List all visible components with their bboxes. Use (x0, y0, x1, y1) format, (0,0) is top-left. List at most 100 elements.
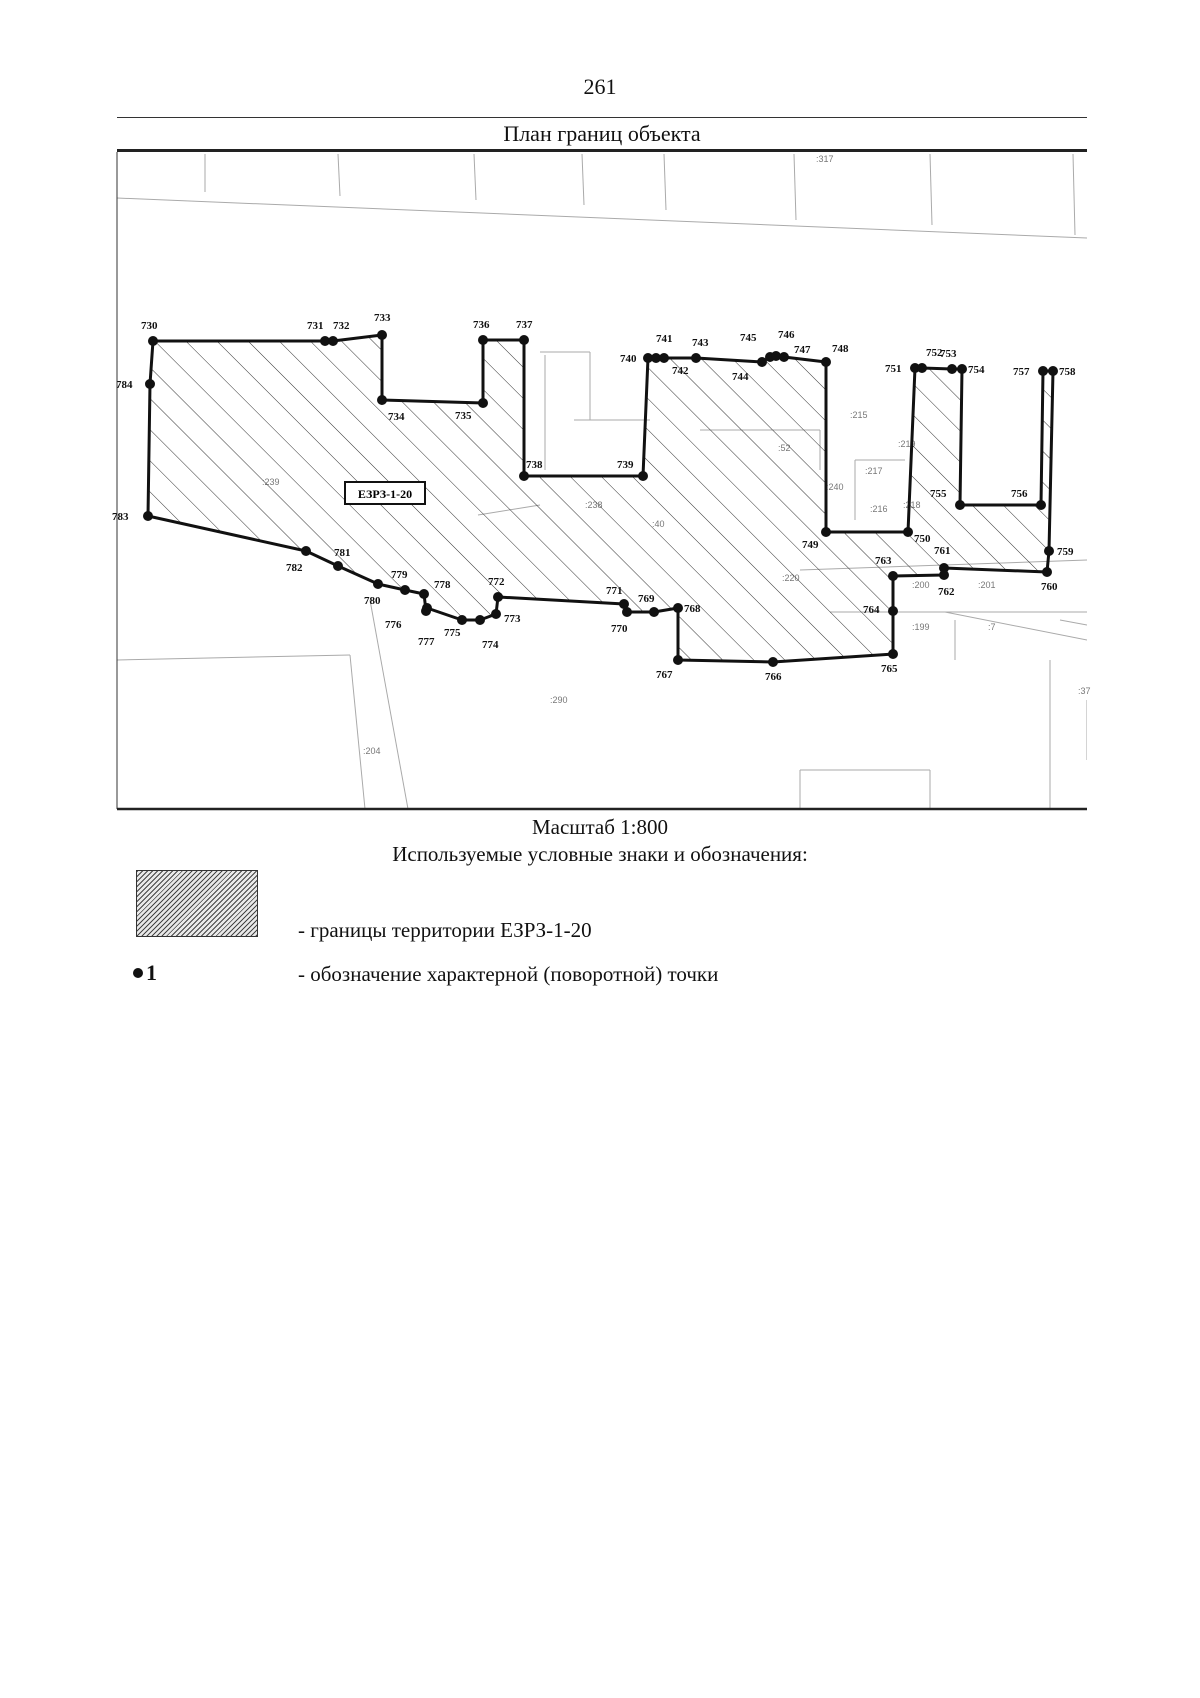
boundary-point-label: 752 (926, 347, 943, 359)
boundary-point-label: 773 (504, 613, 521, 625)
boundary-point-label: 770 (611, 623, 628, 635)
boundary-point-label: 756 (1011, 488, 1028, 500)
boundary-point-label: 765 (881, 663, 898, 675)
boundary-point (622, 607, 632, 617)
boundary-point-label: 738 (526, 459, 543, 471)
boundary-point-label: 748 (832, 343, 849, 355)
boundary-point-label: 781 (334, 547, 351, 559)
boundary-point-label: 779 (391, 569, 408, 581)
parcel-number-label: :215 (850, 410, 868, 420)
boundary-point-label: 733 (374, 312, 391, 324)
boundary-point-label: 776 (385, 619, 402, 631)
title-rule-bottom (117, 149, 1087, 152)
legend-point-symbol: 1 (133, 960, 157, 986)
boundary-point-label: 757 (1013, 366, 1030, 378)
boundary-point-label: 783 (112, 511, 129, 523)
boundary-point (301, 546, 311, 556)
boundary-point (821, 357, 831, 367)
boundary-point (148, 336, 158, 346)
boundary-point (491, 609, 501, 619)
boundary-point-label: 730 (141, 320, 158, 332)
boundary-point-label: 740 (620, 353, 637, 365)
boundary-point (519, 335, 529, 345)
boundary-point (957, 364, 967, 374)
parcel-number-label: :201 (978, 580, 996, 590)
boundary-point (478, 398, 488, 408)
boundary-point-label: 753 (940, 348, 957, 360)
boundary-point (478, 335, 488, 345)
parcel-number-label: :217 (865, 466, 883, 476)
boundary-point-label: 739 (617, 459, 634, 471)
boundary-point (888, 649, 898, 659)
boundary-point (939, 563, 949, 573)
boundary-point-label: 774 (482, 639, 499, 651)
boundary-point-label: 778 (434, 579, 451, 591)
boundary-point-label: 743 (692, 337, 709, 349)
legend-hatch-swatch (136, 870, 258, 937)
boundary-point-label: 772 (488, 576, 505, 588)
boundary-point (691, 353, 701, 363)
boundary-point-label: 784 (116, 379, 133, 391)
boundary-point-label: 751 (885, 363, 902, 375)
boundary-point (475, 615, 485, 625)
boundary-point-label: 746 (778, 329, 795, 341)
legend-hatch-text: - границы территории ЕЗРЗ-1-20 (298, 918, 592, 942)
boundary-point (779, 352, 789, 362)
boundary-point (821, 527, 831, 537)
legend-point-number: 1 (146, 960, 157, 985)
legend-point-text: - обозначение характерной (поворотной) т… (298, 962, 719, 986)
boundary-point-label: 747 (794, 344, 811, 356)
boundary-point-label: 732 (333, 320, 350, 332)
boundary-point (939, 570, 949, 580)
boundary-point (457, 615, 467, 625)
boundary-point-label: 744 (732, 371, 749, 383)
zone-label-box: ЕЗРЗ-1-20 (344, 481, 426, 505)
parcel-number-label: :290 (550, 695, 568, 705)
boundary-point-label: 762 (938, 586, 955, 598)
boundary-point (400, 585, 410, 595)
boundary-point-label: 742 (672, 365, 689, 377)
parcel-number-label: :7 (988, 622, 996, 632)
boundary-point (955, 500, 965, 510)
boundary-point-label: 736 (473, 319, 490, 331)
boundary-point-label: 735 (455, 410, 472, 422)
boundary-point-label: 769 (638, 593, 655, 605)
boundary-point-label: 767 (656, 669, 673, 681)
boundary-point (659, 353, 669, 363)
legend-heading: Используемые условные знаки и обозначени… (392, 842, 808, 866)
parcel-number-label: :204 (363, 746, 381, 756)
boundary-point (1048, 366, 1058, 376)
boundary-point-label: 775 (444, 627, 461, 639)
boundary-point-label: 777 (418, 636, 435, 648)
parcel-number-label: :216 (870, 504, 888, 514)
boundary-point-label: 731 (307, 320, 324, 332)
boundary-point (333, 561, 343, 571)
boundary-point (1036, 500, 1046, 510)
parcel-number-label: :199 (912, 622, 930, 632)
boundary-point-label: 780 (364, 595, 381, 607)
boundary-point (1038, 366, 1048, 376)
boundary-point (1042, 567, 1052, 577)
boundary-point-label: 760 (1041, 581, 1058, 593)
zone-hatched-area (148, 335, 1053, 662)
parcel-number-label: :317 (816, 154, 834, 164)
boundary-point (947, 364, 957, 374)
point-dot-icon (133, 968, 143, 978)
boundary-point (328, 336, 338, 346)
boundary-point (493, 592, 503, 602)
page-number: 261 (583, 74, 617, 99)
boundary-point-label: 764 (863, 604, 880, 616)
boundary-point (1044, 546, 1054, 556)
boundary-point (421, 606, 431, 616)
boundary-point-label: 745 (740, 332, 757, 344)
boundary-point (419, 589, 429, 599)
boundary-point (888, 606, 898, 616)
boundary-point (638, 471, 648, 481)
boundary-point (649, 607, 659, 617)
boundary-point (903, 527, 913, 537)
boundary-point (145, 379, 155, 389)
parcel-number-label: :240 (826, 482, 844, 492)
boundary-point (651, 353, 661, 363)
scale-text: Масштаб 1:800 (531, 815, 668, 839)
boundary-point-label: 782 (286, 562, 303, 574)
